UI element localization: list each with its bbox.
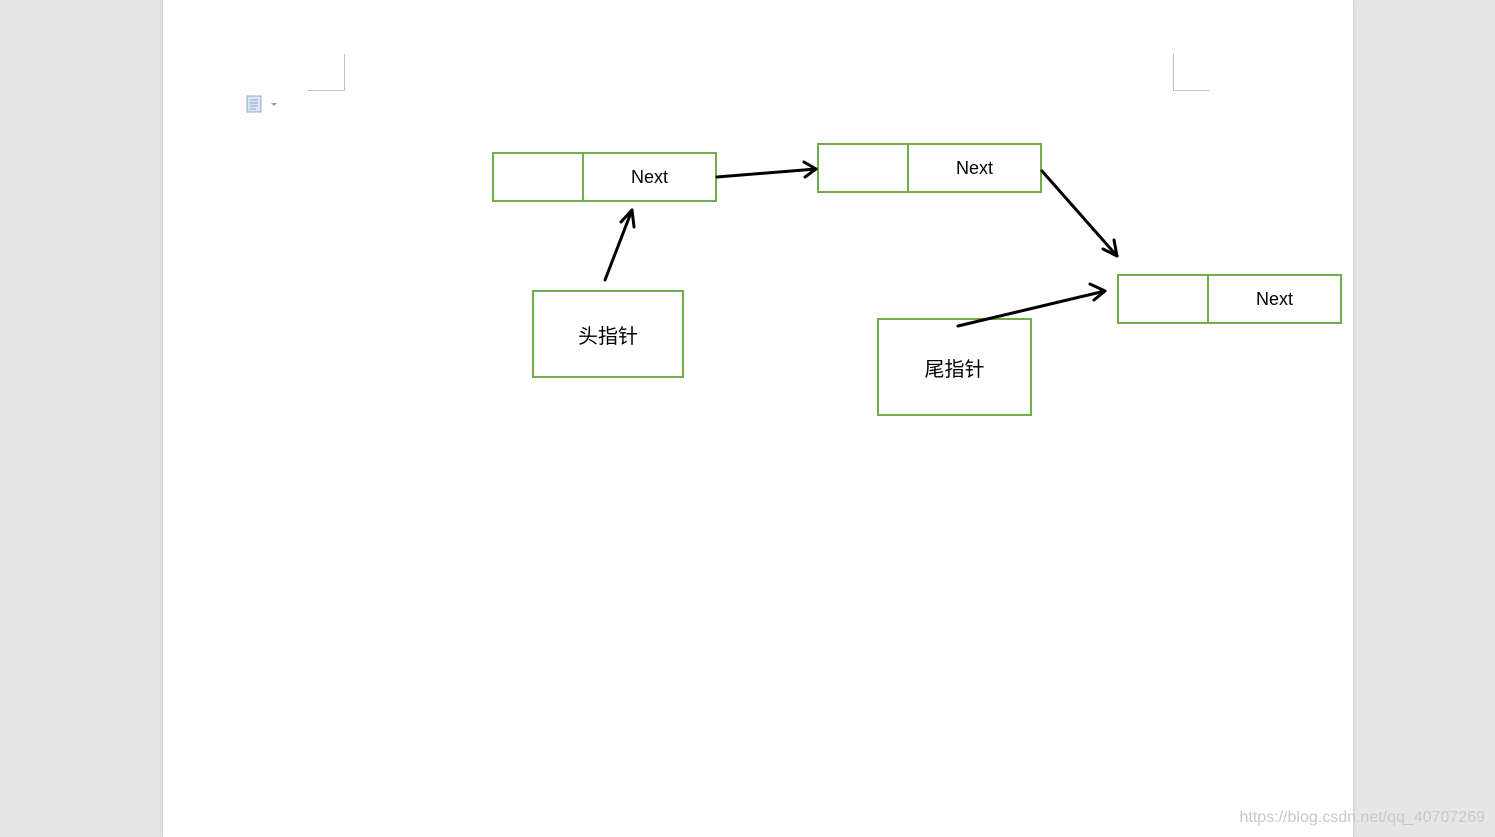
list-node-3: Next (1117, 274, 1342, 324)
right-crop-mark (1173, 54, 1210, 91)
node-data-cell (494, 154, 584, 200)
node-next-cell: Next (630, 166, 668, 187)
node-next-cell: Next (1255, 288, 1293, 309)
list-node-1: Next (492, 152, 717, 202)
head-pointer-box: 头指针 (532, 290, 684, 378)
document-options-icon[interactable] (246, 95, 282, 113)
left-crop-mark (308, 54, 345, 91)
document-page (163, 0, 1353, 837)
node-next-cell: Next (955, 157, 993, 178)
watermark-text: https://blog.csdn.net/qq_40707269 (1239, 809, 1485, 826)
list-node-2: Next (817, 143, 1042, 193)
node-data-cell (819, 145, 909, 191)
node-data-cell (1119, 276, 1209, 322)
tail-pointer-box: 尾指针 (877, 318, 1032, 416)
